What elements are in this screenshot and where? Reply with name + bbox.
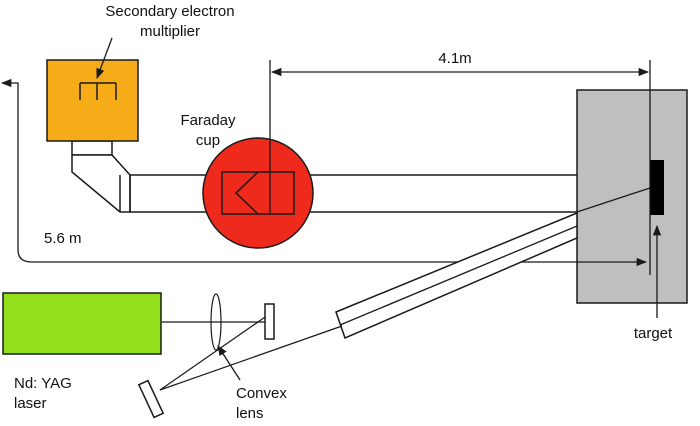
mirror-upper <box>264 303 275 340</box>
laser-label-line1: Nd: YAG <box>14 375 72 392</box>
electron-multiplier-box <box>46 59 139 142</box>
dimension-5-6m <box>0 78 648 267</box>
vacuum-chamber <box>576 89 688 304</box>
faraday-label-line1: Faraday <box>180 112 236 129</box>
laser-entry-tube <box>335 187 651 340</box>
faraday-label-line2: cup <box>196 132 220 149</box>
distance-long-label: 5.6 m <box>44 230 82 247</box>
elbow-connector <box>71 140 131 213</box>
distance-short-label: 4.1m <box>438 50 471 67</box>
flight-tube <box>130 174 577 213</box>
target-label: target <box>634 325 673 342</box>
lens-label-line1: Convex <box>236 385 287 402</box>
multiplier-label-line2: multiplier <box>140 23 200 40</box>
lens-label-line2: lens <box>236 405 264 422</box>
multiplier-label-line1: Secondary electron <box>105 3 234 20</box>
convex-lens <box>210 293 222 351</box>
laser-beam <box>159 314 343 391</box>
target <box>650 160 664 215</box>
nd-yag-laser <box>2 292 162 355</box>
faraday-cup-circle <box>202 137 314 249</box>
mirror-lower <box>137 379 165 419</box>
lens-pointer <box>217 345 241 381</box>
multiplier-pointer <box>96 37 113 79</box>
laser-label-line2: laser <box>14 395 47 412</box>
